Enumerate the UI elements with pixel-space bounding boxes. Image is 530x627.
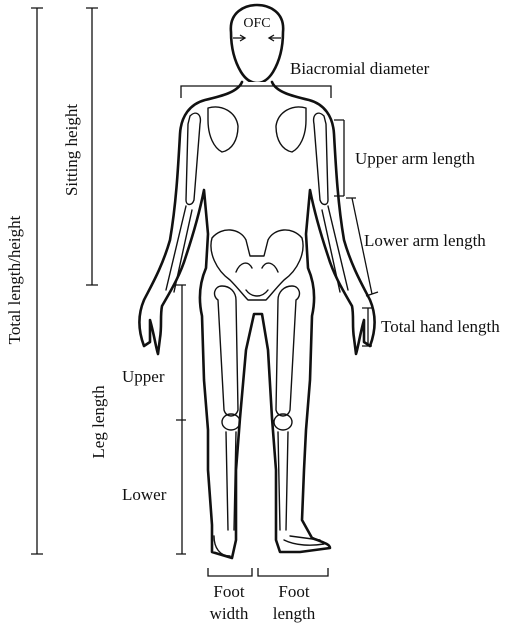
lower-arm-label: Lower arm length: [364, 231, 486, 250]
total-hand-label: Total hand length: [381, 317, 500, 336]
foot-length-label-line2: length: [273, 604, 316, 623]
sitting-height-label: Sitting height: [62, 104, 81, 196]
upper-leg-label: Upper: [122, 367, 165, 386]
total-length-line: [31, 8, 43, 554]
body-outline: [140, 5, 375, 558]
foot-length-label-line1: Foot: [278, 582, 309, 601]
foot-width-label-line2: width: [210, 604, 249, 623]
foot-width-label-line1: Foot: [213, 582, 244, 601]
upper-arm-label: Upper arm length: [355, 149, 475, 168]
torso-outline: [140, 82, 375, 558]
foot-length-bracket: [258, 568, 328, 576]
sitting-height-line: [86, 8, 98, 285]
ofc-label: OFC: [243, 16, 270, 31]
leg-length-line: [176, 285, 186, 554]
total-length-label: Total length/height: [5, 215, 24, 344]
leg-length-label: Leg length: [89, 385, 108, 459]
lower-leg-label: Lower: [122, 485, 167, 504]
biacromial-label: Biacromial diameter: [290, 59, 430, 78]
foot-width-bracket: [208, 568, 252, 576]
